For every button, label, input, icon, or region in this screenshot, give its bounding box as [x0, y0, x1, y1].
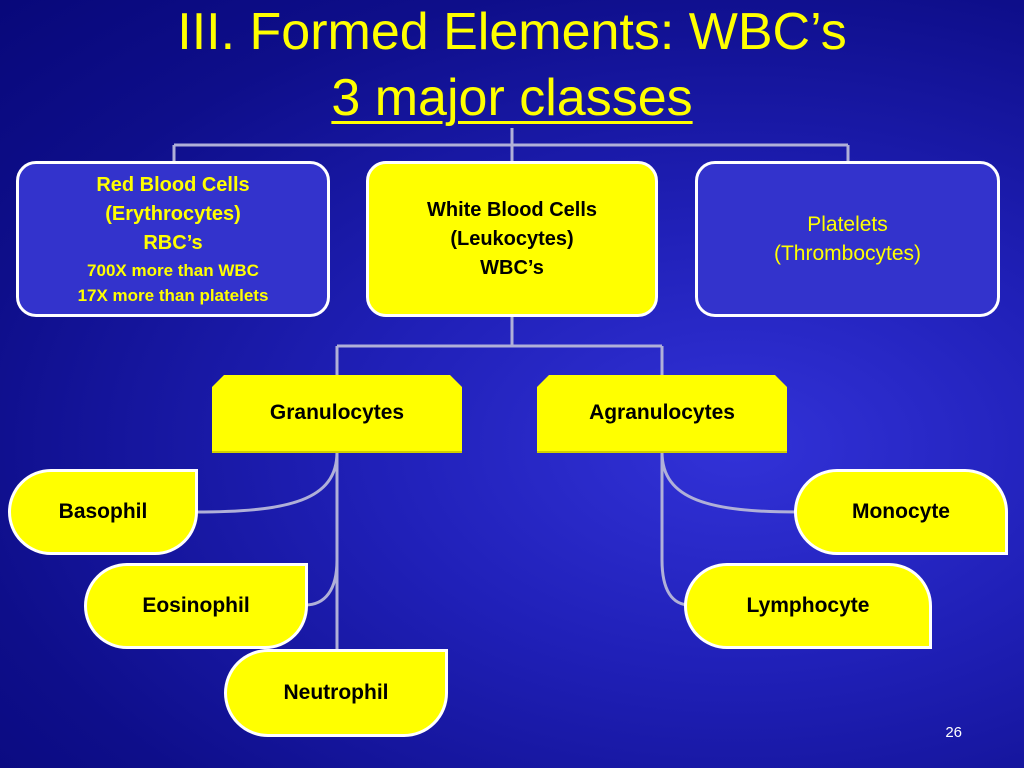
neutrophil-box: Neutrophil [224, 649, 448, 737]
monocyte-box: Monocyte [794, 469, 1008, 555]
basophil-box: Basophil [8, 469, 198, 555]
eosinophil-box: Eosinophil [84, 563, 308, 649]
page-number: 26 [945, 724, 962, 741]
rbc-abbreviation: RBC’s [143, 231, 203, 254]
connector-monocyte [660, 451, 799, 514]
platelets-scientific-name: (Thrombocytes) [773, 242, 922, 265]
agranulocytes-box: Agranulocytes [537, 375, 787, 453]
rbc-name: Red Blood Cells [96, 173, 250, 196]
granulocytes-box: Granulocytes [212, 375, 462, 453]
rbc-platelet-ratio: 17X more than platelets [77, 285, 269, 305]
wbc-scientific-name: (Leukocytes) [450, 227, 574, 250]
slide-title: III. Formed Elements: WBC’s [177, 3, 847, 61]
platelets-name: Platelets [807, 213, 888, 236]
wbc-name: White Blood Cells [427, 198, 597, 221]
rbc-wbc-ratio: 700X more than WBC [87, 260, 259, 280]
wbc-abbreviation: WBC’s [480, 256, 544, 279]
slide-subtitle: 3 major classes [331, 69, 693, 127]
wbc-box: White Blood Cells (Leukocytes) WBC’s [366, 161, 658, 317]
lymphocyte-box: Lymphocyte [684, 563, 932, 649]
platelets-box: Platelets (Thrombocytes) [695, 161, 1000, 317]
rbc-scientific-name: (Erythrocytes) [105, 202, 241, 225]
connector-basophil [194, 451, 339, 514]
rbc-box: Red Blood Cells (Erythrocytes) RBC’s 700… [16, 161, 330, 317]
